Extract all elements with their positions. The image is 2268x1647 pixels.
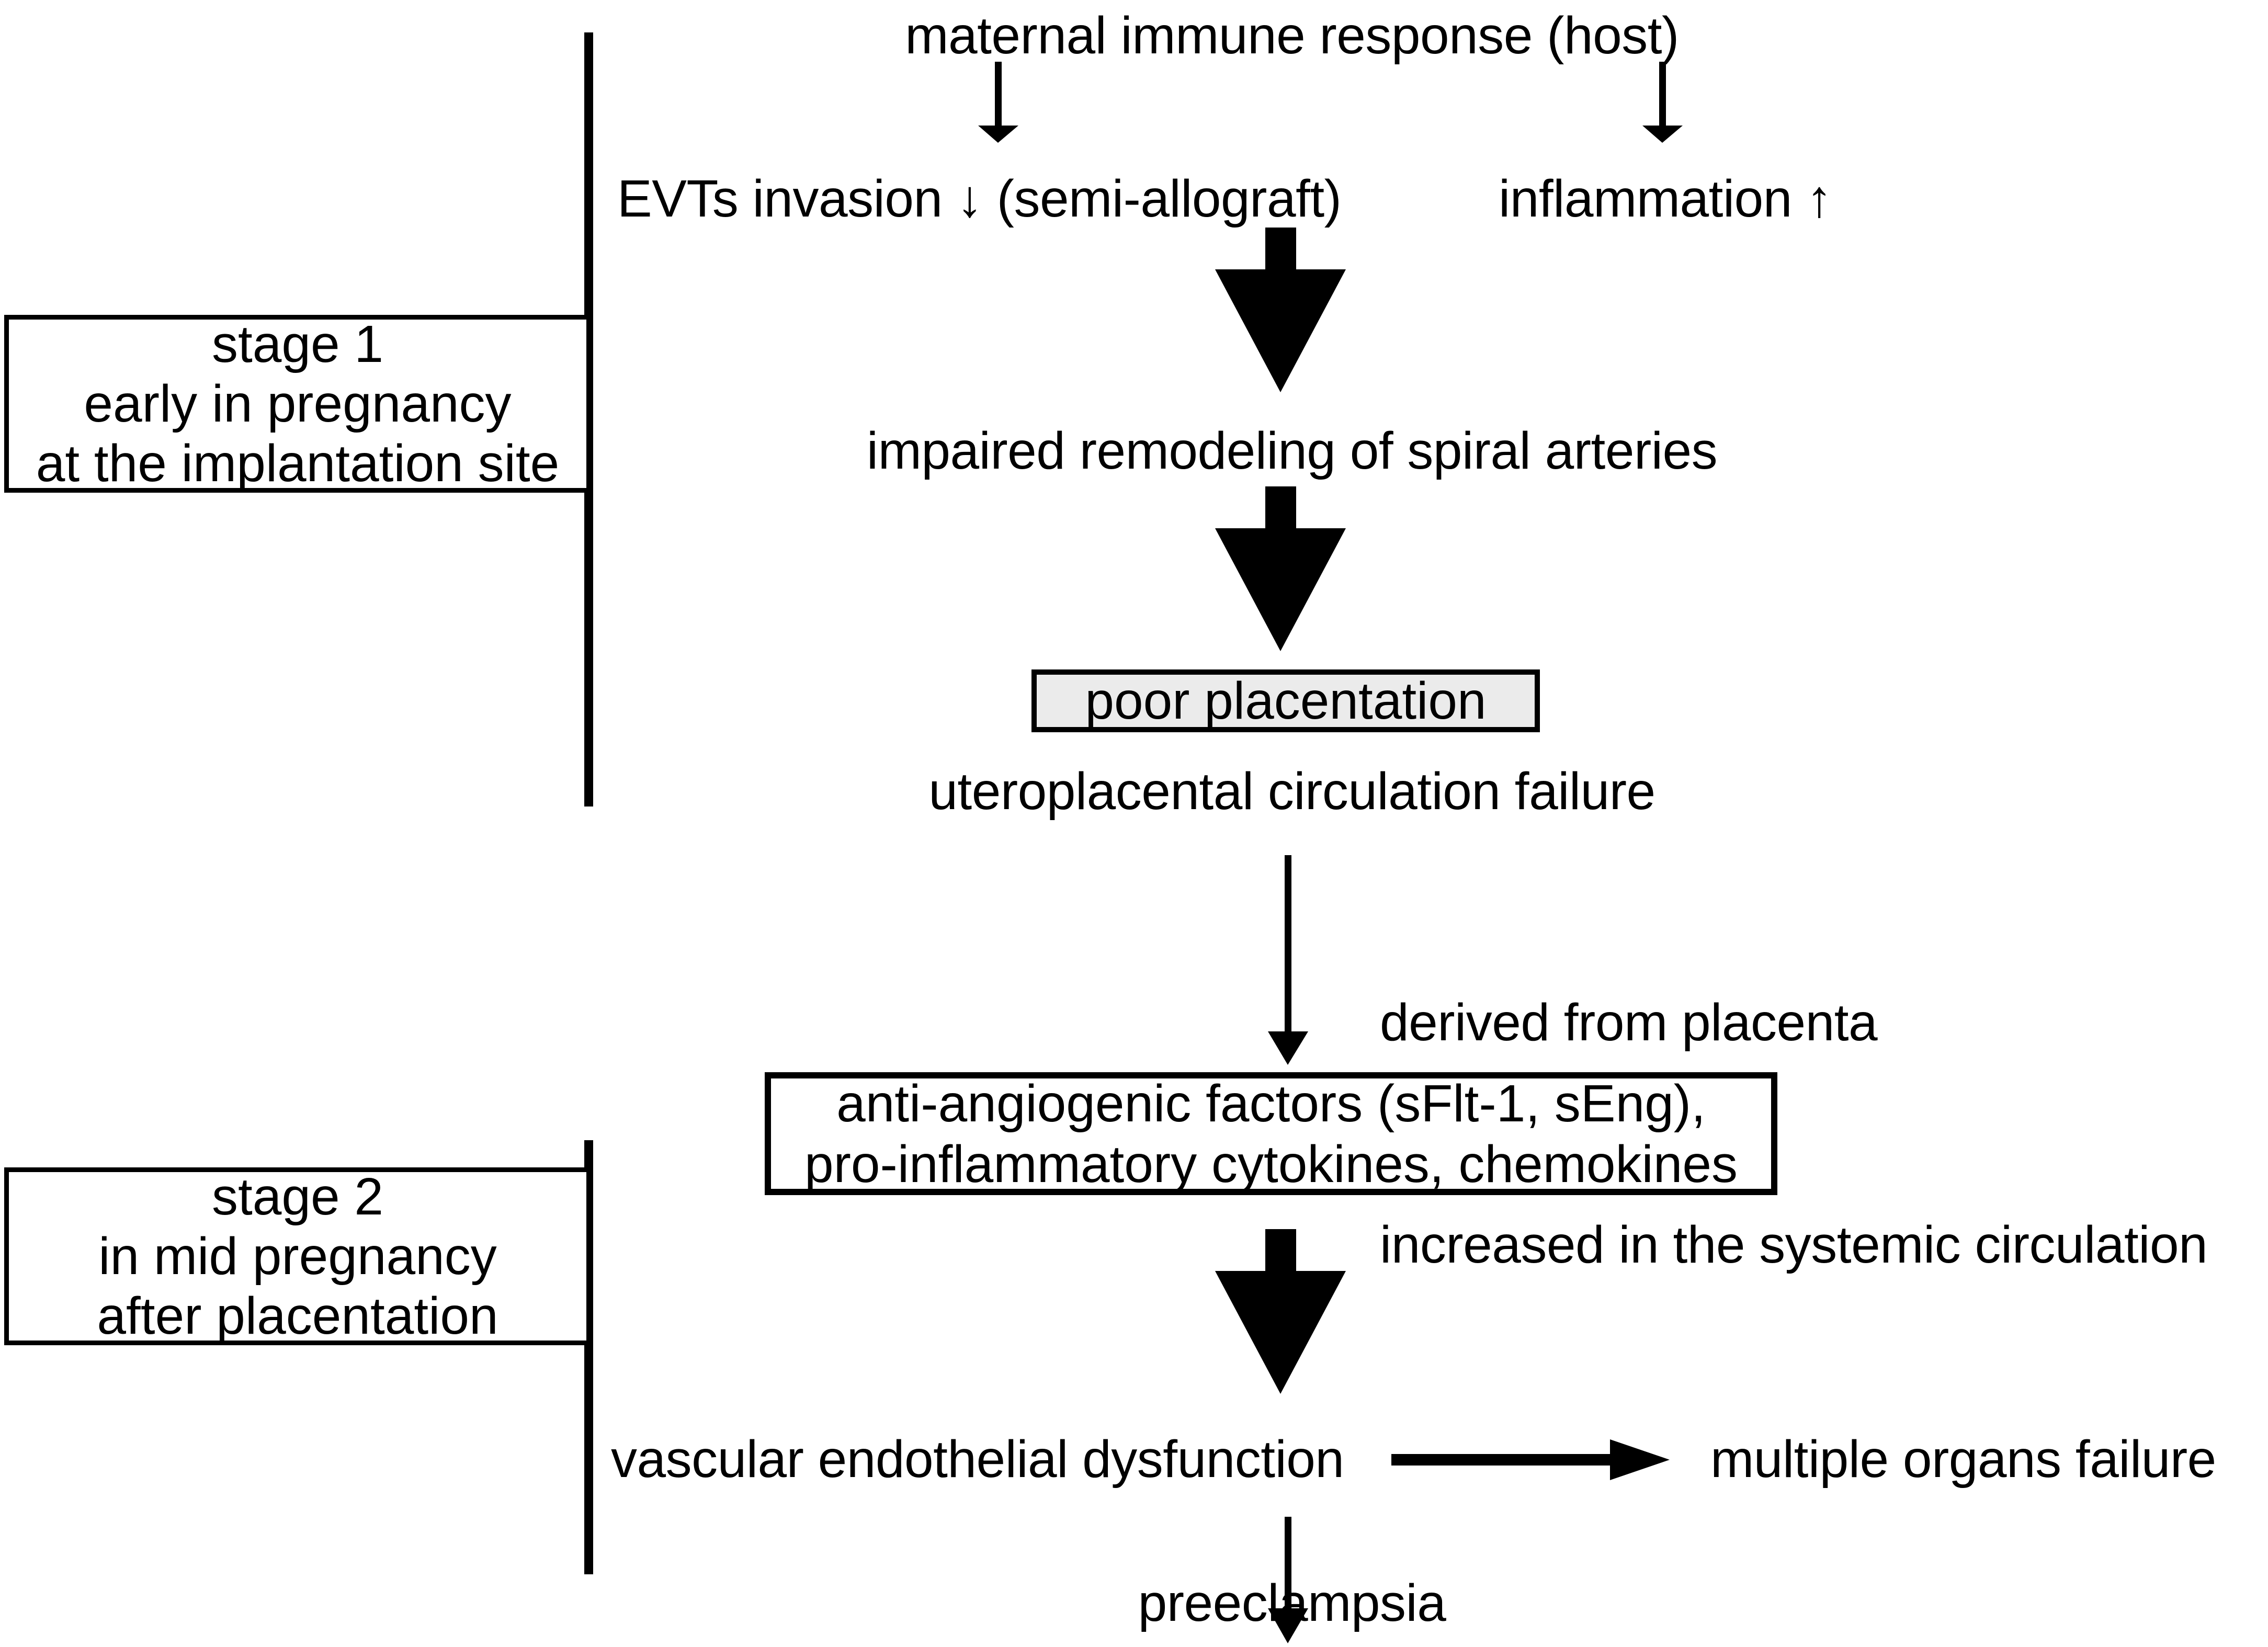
stage-2-line-2: in mid pregnancy [98, 1227, 497, 1286]
stage-2-line-3: after placentation [97, 1287, 498, 1345]
stage-1-line-1: stage 1 [211, 315, 384, 373]
label-increased-systemic-circulation: increased in the systemic circulation [1380, 1216, 2208, 1274]
stage-2-line-1: stage 2 [211, 1167, 384, 1226]
block-down-arrow-icon [1215, 1229, 1346, 1394]
node-uteroplacental-failure: uteroplacental circulation failure [928, 762, 1655, 821]
thin-down-arrow-icon [1642, 62, 1683, 143]
stage-1-line-3: at the implantation site [36, 434, 560, 493]
node-poor-placentation-label: poor placentation [1085, 671, 1487, 730]
thin-down-arrow-icon [978, 62, 1018, 143]
node-multiple-organs-failure: multiple organs failure [1710, 1430, 2216, 1489]
stage-1-line-2: early in pregnancy [84, 374, 512, 433]
stage-1-box: stage 1 early in pregnancy at the implan… [4, 315, 591, 493]
block-down-arrow-icon [1215, 486, 1346, 651]
factors-line-2: pro-inflammatory cytokines, chemokines [804, 1134, 1738, 1194]
thin-down-arrow-icon [1268, 855, 1308, 1065]
factors-line-1: anti-angiogenic factors (sFlt-1, sEng), [836, 1074, 1706, 1133]
node-preeclampsia: preeclampsia [1138, 1574, 1446, 1632]
node-maternal-immune-response: maternal immune response (host) [905, 6, 1679, 65]
node-inflammation: inflammation ↑ [1499, 169, 1832, 228]
stage-2-box: stage 2 in mid pregnancy after placentat… [4, 1167, 591, 1345]
node-antiangiogenic-factors-box: anti-angiogenic factors (sFlt-1, sEng), … [765, 1072, 1777, 1195]
block-down-arrow-icon [1215, 228, 1346, 392]
node-evts-invasion: EVTs invasion ↓ (semi-allograft) [617, 169, 1342, 228]
right-arrow-icon [1391, 1439, 1670, 1480]
node-vascular-endothelial-dysfunction: vascular endothelial dysfunction [611, 1430, 1344, 1489]
label-derived-from-placenta: derived from placenta [1380, 993, 1878, 1052]
node-poor-placentation-box: poor placentation [1031, 669, 1540, 732]
node-impaired-remodeling: impaired remodeling of spiral arteries [866, 422, 1718, 480]
